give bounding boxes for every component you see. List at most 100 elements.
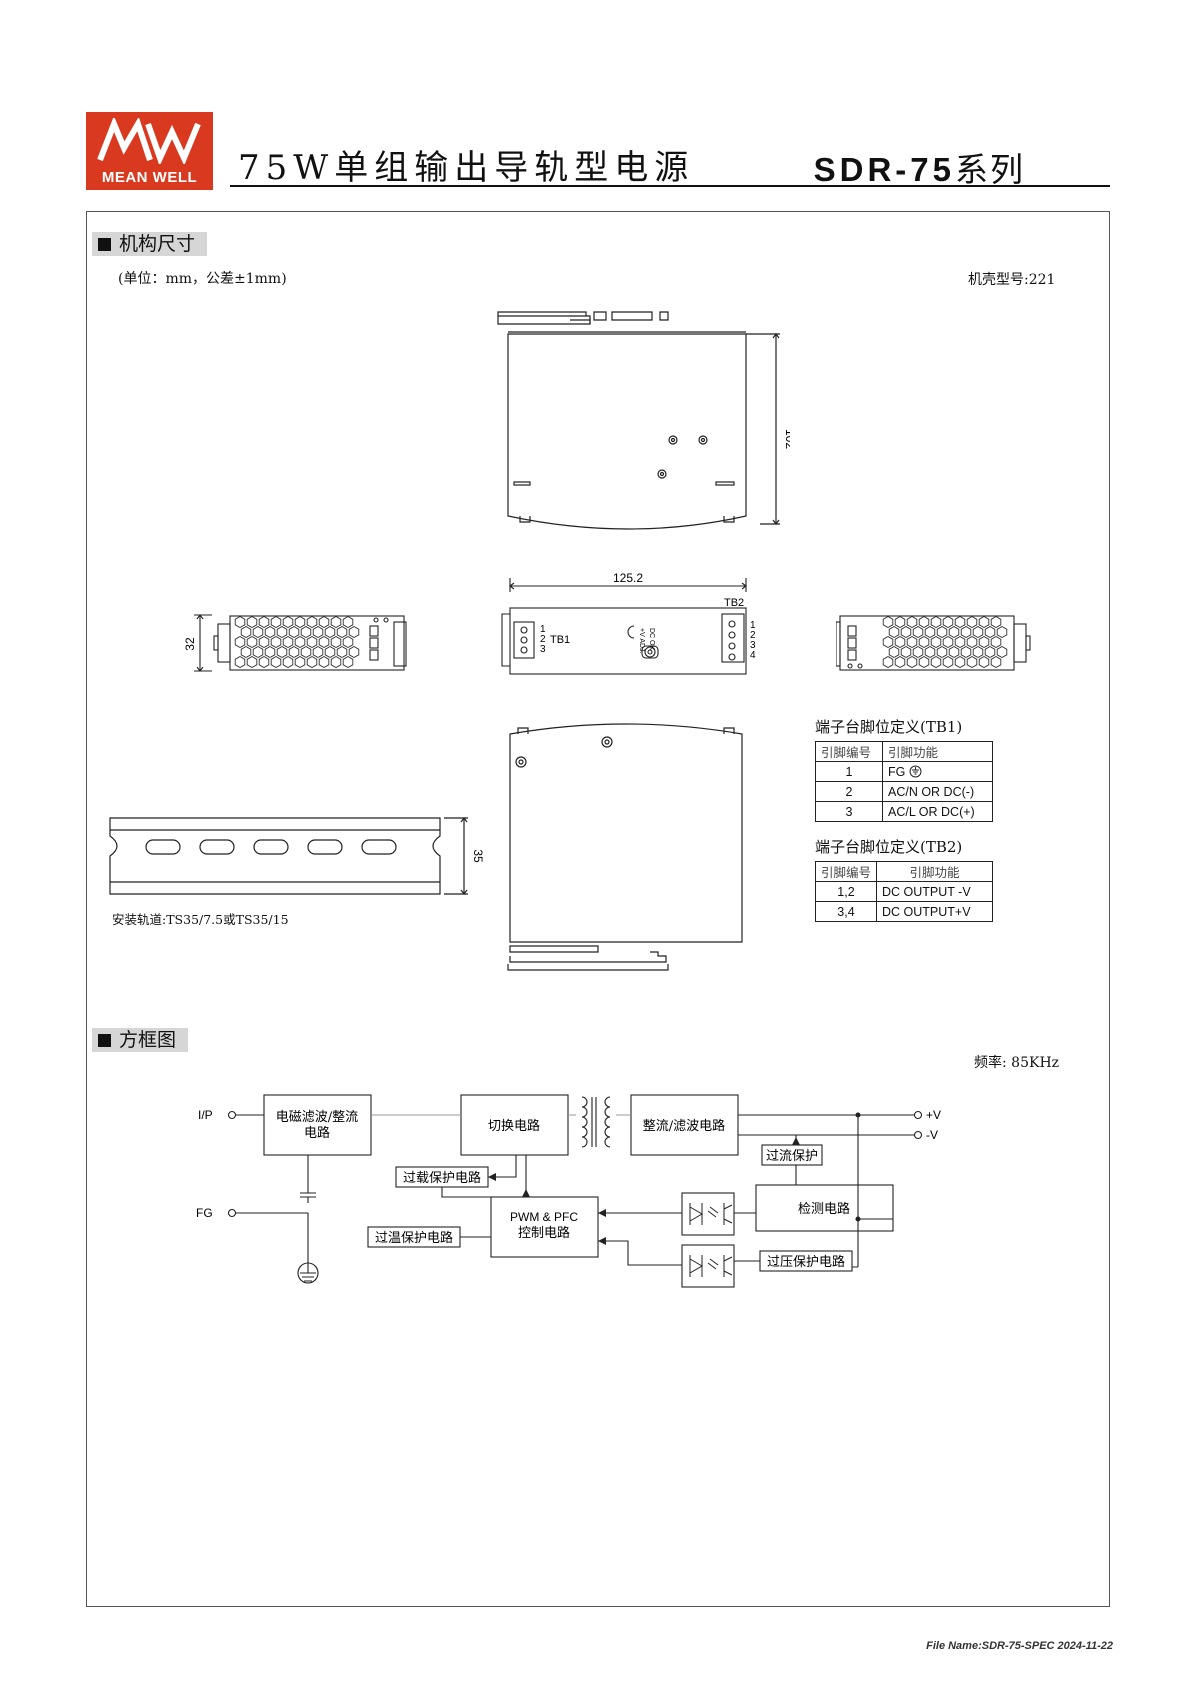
vent-hole [342,655,354,669]
vent-hole [990,615,1002,629]
vent-hole [882,615,894,629]
vent-hole [240,645,252,659]
units-note: (单位：mm，公差±1mm) [118,271,287,287]
logo-wordmark: MEAN WELL [101,169,198,186]
vent-hole [234,655,246,669]
vent-hole [348,645,360,659]
page-title: 75W单组输出导轨型电源 [238,148,695,188]
vent-hole [288,645,300,659]
tb1-table-header: 引脚编号引脚功能 [815,741,993,762]
vent-hole [930,655,942,669]
vent-hole [966,615,978,629]
vent-hole [270,655,282,669]
vent-hole [318,615,330,629]
top-view-drawing: 102 [497,311,790,530]
vent-hole [294,615,306,629]
vent-hole [306,615,318,629]
vent-hole [246,615,258,629]
vent-hole [954,615,966,629]
tb1-caption: 端子台脚位定义(TB1) [815,718,963,736]
vent-hole [270,635,282,649]
vent-hole [900,645,912,659]
vent-hole [312,625,324,639]
vent-hole [288,625,300,639]
mean-well-logo: MEAN WELL [86,112,213,190]
vent-hole [234,615,246,629]
vent-hole [342,615,354,629]
series-model: SDR-75 [813,151,955,188]
vent-hole [954,655,966,669]
vent-hole [336,645,348,659]
vent-hole [324,645,336,659]
vent-hole [888,625,900,639]
square-bullet-icon [98,238,111,251]
vent-hole [930,615,942,629]
vent-hole [258,655,270,669]
vent-hole [942,615,954,629]
vent-hole [942,635,954,649]
pin-number: 3 [750,640,756,651]
vent-hole [912,625,924,639]
vent-hole [996,625,1008,639]
tb2-table-header: 引脚编号引脚功能 [815,861,993,882]
vent-hole [900,625,912,639]
vent-hole [294,635,306,649]
vent-hole [306,655,318,669]
vent-hole [264,645,276,659]
vent-hole [270,615,282,629]
emi-filter-block: 电磁滤波/整流 [276,1110,358,1125]
vent-hole [342,635,354,649]
pin-number: 1 [540,624,546,635]
rail-note: 安装轨道:TS35/7.5或TS35/15 [112,912,289,927]
vent-hole [348,625,360,639]
tb2-label: TB2 [724,597,744,609]
vent-hole [996,645,1008,659]
vent-hole [282,615,294,629]
vent-hole [984,625,996,639]
vent-hole [936,625,948,639]
vent-hole [330,655,342,669]
side-profile-drawing [507,723,743,971]
vent-hole [894,655,906,669]
pin-number: 2 [540,634,546,645]
vent-hole [894,615,906,629]
vent-hole [312,645,324,659]
vent-hole [990,655,1002,669]
pwm-block-line2: 控制电路 [518,1225,570,1241]
section-block-diagram: 方框图 [92,1028,189,1052]
over-voltage-block: 过压保护电路 [767,1254,845,1270]
vent-hole [294,655,306,669]
series-suffix: 系列 [955,150,1025,189]
vent-hole [264,625,276,639]
vent-hole [918,615,930,629]
block-diagram: I/P FG +V -V 电磁滤波/整流 电路 切换电路 整流/滤波电路 过流保… [196,1094,941,1288]
series-name: SDR-75系列 [814,143,1025,191]
over-current-block: 过流保护 [766,1149,818,1164]
vent-hole [948,625,960,639]
content-frame [86,211,1110,1607]
vent-hole [330,615,342,629]
vent-hole [906,635,918,649]
detection-block: 检测电路 [798,1201,850,1217]
pin-number: 2 [750,630,756,641]
vent-hole [918,655,930,669]
vent-hole [246,635,258,649]
vent-hole [930,635,942,649]
vent-hole [972,625,984,639]
vent-hole [888,645,900,659]
vent-hole [882,635,894,649]
right-side-view [836,615,1031,671]
vent-hole [906,655,918,669]
square-bullet-icon [98,1034,111,1047]
vent-hole [966,635,978,649]
pin-number: 1 [750,620,756,631]
fg-label: FG [196,1206,213,1220]
vent-hole [906,615,918,629]
vent-hole [912,645,924,659]
